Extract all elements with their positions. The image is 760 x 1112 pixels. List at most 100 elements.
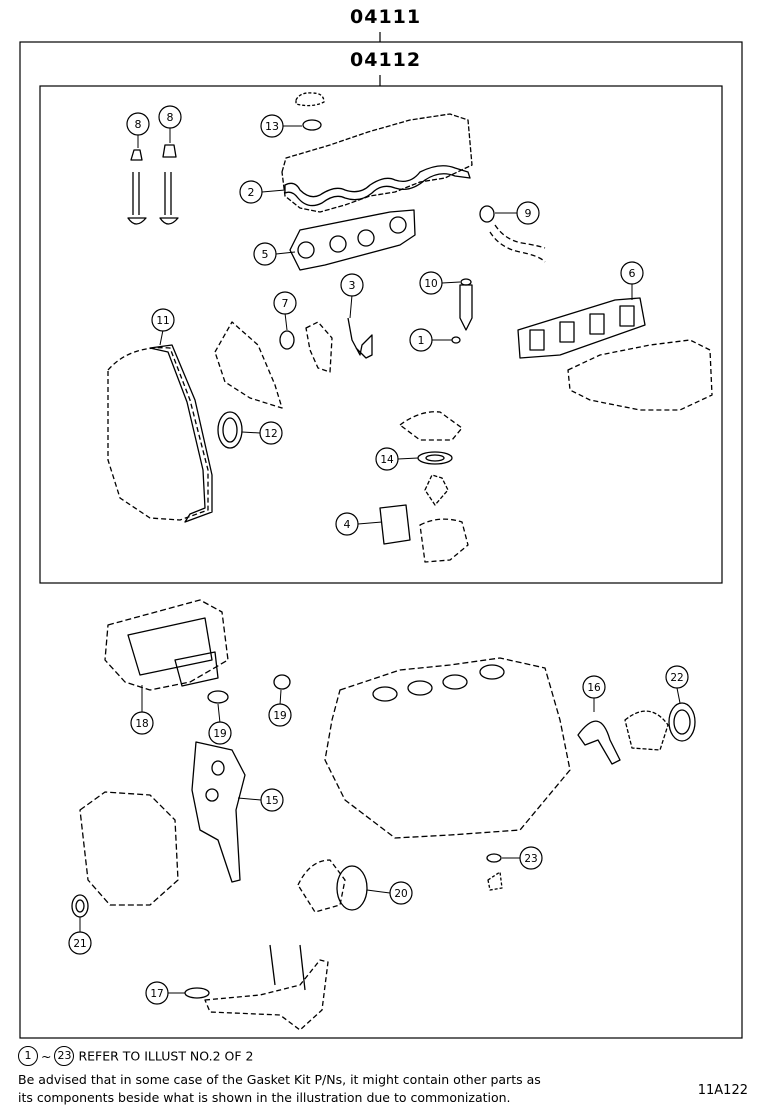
oil-seal-12-part xyxy=(217,411,243,449)
water-inlet-housing-part xyxy=(419,518,469,563)
ref-end-bubble: 23 xyxy=(54,1046,75,1066)
svg-text:21: 21 xyxy=(73,938,86,950)
svg-text:23: 23 xyxy=(524,853,537,865)
water-outlet-part xyxy=(399,411,463,441)
svg-text:15: 15 xyxy=(265,795,278,807)
oil-tube-3-part xyxy=(347,317,373,359)
callout-22: 22 xyxy=(665,665,689,689)
outer-kit-code: 04111 xyxy=(350,6,422,28)
svg-text:13: 13 xyxy=(265,120,279,133)
callout-9: 9 xyxy=(516,201,540,225)
oil-pan-gasket-part xyxy=(174,651,219,687)
advisory-line-1: Be advised that in some case of the Gask… xyxy=(18,1072,541,1087)
cover-plate-part xyxy=(214,321,283,409)
inner-kit-box xyxy=(39,85,723,584)
injector-part xyxy=(459,284,473,331)
callout-2: 2 xyxy=(239,180,263,204)
svg-text:8: 8 xyxy=(135,118,142,131)
thermostat-part xyxy=(424,474,449,506)
cap-gasket-part xyxy=(302,119,322,131)
svg-text:4: 4 xyxy=(344,518,351,531)
callout-19: 19 xyxy=(208,721,232,745)
rear-oil-seal-part xyxy=(668,702,696,742)
advisory-line-2: its components beside what is shown in t… xyxy=(18,1090,511,1105)
svg-text:2: 2 xyxy=(248,186,255,199)
callout-7: 7 xyxy=(273,291,297,315)
cylinder-head-cover-part xyxy=(281,113,473,213)
timing-cover-gasket-part xyxy=(149,344,213,523)
svg-text:19: 19 xyxy=(273,710,286,722)
callout-3: 3 xyxy=(340,273,364,297)
callout-8: 8 xyxy=(126,112,150,136)
outer-kit-box xyxy=(19,41,743,1039)
svg-text:9: 9 xyxy=(525,207,532,220)
gasket-19a-part xyxy=(207,690,229,704)
svg-text:22: 22 xyxy=(670,672,683,684)
engine-block-part xyxy=(324,657,571,839)
illustration-code: 11A122 xyxy=(697,1083,748,1098)
timing-cover-part xyxy=(107,347,209,521)
svg-text:16: 16 xyxy=(587,682,601,694)
intake-gasket-part xyxy=(517,297,646,359)
callout-12: 12 xyxy=(259,421,283,445)
reference-note: 1~23 REFER TO ILLUST NO.2 OF 2 xyxy=(18,1046,253,1066)
svg-text:12: 12 xyxy=(264,428,277,440)
oil-seal-7-part xyxy=(279,330,295,350)
callout-5: 5 xyxy=(253,242,277,266)
ref-tilde: ~ xyxy=(41,1048,52,1064)
svg-text:8: 8 xyxy=(167,111,174,124)
callout-17: 17 xyxy=(145,981,169,1005)
svg-text:10: 10 xyxy=(424,278,437,290)
callout-15: 15 xyxy=(260,788,284,812)
front-oil-seal-part xyxy=(71,894,89,918)
rear-seal-retainer-part xyxy=(577,720,621,765)
callout-4: 4 xyxy=(335,512,359,536)
rear-plate-part xyxy=(624,710,669,751)
water-outlet-gasket-part xyxy=(417,451,453,465)
oil-filler-cap-part xyxy=(295,92,325,107)
inner-kit-code: 04112 xyxy=(350,49,422,71)
svg-text:3: 3 xyxy=(349,279,356,292)
svg-text:19: 19 xyxy=(213,728,226,740)
callout-20: 20 xyxy=(389,881,413,905)
svg-text:20: 20 xyxy=(394,888,407,900)
callout-6: 6 xyxy=(620,261,644,285)
water-pump-gasket-part xyxy=(336,865,368,911)
callout-1: 1 xyxy=(409,328,433,352)
callout-23: 23 xyxy=(519,846,543,870)
head-gasket-part xyxy=(104,599,229,691)
ref-start-bubble: 1 xyxy=(18,1046,38,1066)
head-cover-gasket-part xyxy=(284,165,471,207)
callout-13: 13 xyxy=(260,114,284,138)
water-pipe-part xyxy=(489,224,546,263)
manifold-gasket-part xyxy=(289,209,416,271)
oil-strainer-part xyxy=(204,959,329,1031)
o-ring-9-part xyxy=(479,205,495,223)
head-bolt-b-part xyxy=(159,144,179,225)
svg-text:17: 17 xyxy=(150,988,163,1000)
svg-text:6: 6 xyxy=(629,267,636,280)
callout-8: 8 xyxy=(158,105,182,129)
ref-text: REFER TO ILLUST NO.2 OF 2 xyxy=(78,1048,254,1064)
callout-19: 19 xyxy=(268,703,292,727)
timing-case-gasket-part xyxy=(191,741,246,883)
callout-21: 21 xyxy=(68,931,92,955)
svg-text:7: 7 xyxy=(282,297,289,310)
svg-text:18: 18 xyxy=(135,718,148,730)
bracket-part xyxy=(305,321,333,373)
intake-manifold-part xyxy=(567,339,713,411)
svg-text:14: 14 xyxy=(380,454,394,466)
head-bolt-a-part xyxy=(127,149,147,225)
water-inlet-gasket-part xyxy=(379,504,411,545)
svg-text:5: 5 xyxy=(262,248,269,261)
gasket-19b-part xyxy=(273,674,291,690)
callout-18: 18 xyxy=(130,711,154,735)
callout-16: 16 xyxy=(582,675,606,699)
callouts: 13 8 8 2 9 5 10 6 3 11 7 1 12 14 4 18 19… xyxy=(68,105,689,1005)
timing-case-part xyxy=(79,791,179,906)
washer-23-part xyxy=(486,853,502,863)
water-pump-part xyxy=(297,859,346,913)
callout-11: 11 xyxy=(151,308,175,332)
